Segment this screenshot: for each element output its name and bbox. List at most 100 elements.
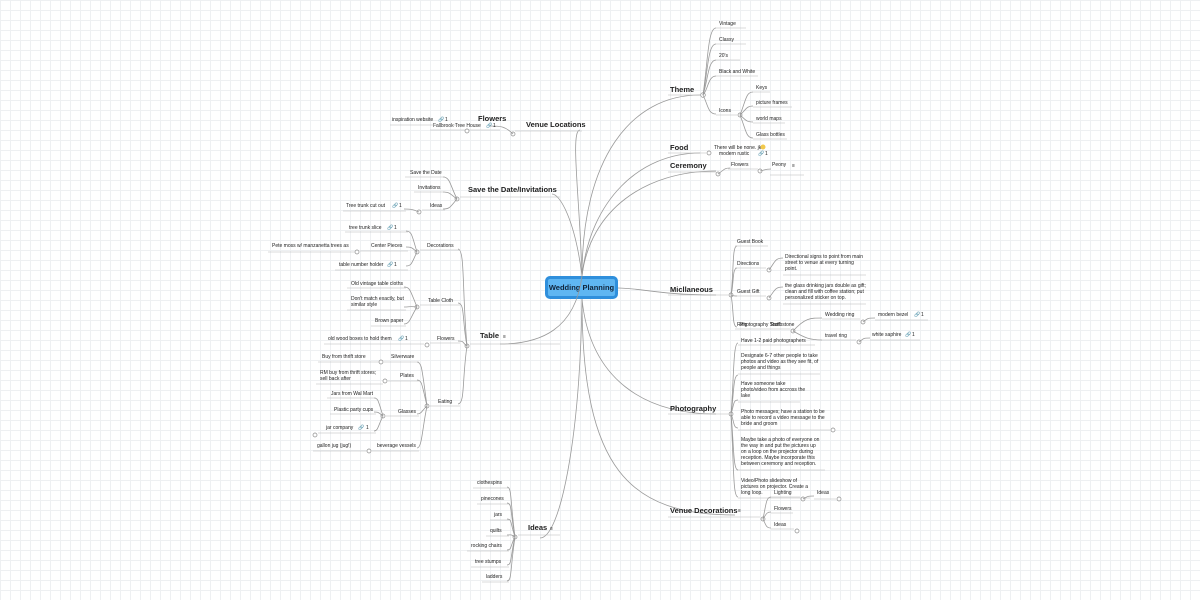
ideas-item[interactable]: jars [493,512,503,518]
photo-note-line[interactable]: on a loop on the projector during [741,449,813,455]
venue-decorations-label[interactable]: Venue Decorations [670,506,738,515]
photo-note-line[interactable]: the way in and put the pictures up [741,443,816,449]
misc-ring[interactable]: Ring [737,322,748,328]
plates[interactable]: Plates [400,373,414,379]
std-item[interactable]: Invitations [418,185,441,191]
photo-note-line[interactable]: Designate 6-7 other people to take [741,353,818,359]
table-flowers[interactable]: Flowers [437,336,455,342]
center-pieces[interactable]: Center Pieces [371,243,403,249]
photo-note-line[interactable]: bride and groom [741,421,777,427]
photo-note-line[interactable]: Have someone take [741,381,786,387]
modern-bezel[interactable]: modern bezel [878,312,908,318]
link-icon: 🔗 [392,202,399,209]
ideas-item[interactable]: tree stumps [475,559,502,565]
photography-label[interactable]: Photography [670,404,717,413]
theme-item[interactable]: 20's [719,53,729,59]
photo-note-line[interactable]: Video/Photo slideshow of [741,478,798,484]
ceremony-flowers[interactable]: Flowers [731,162,749,168]
branch-table: Table ≡ Decorations tree trunk slice 🔗 1… [268,224,560,454]
venue-flowers-label[interactable]: Flowers [478,114,506,123]
icons-item[interactable]: Glass bottles [756,132,785,138]
photo-note-line[interactable]: people and things [741,365,781,371]
wedding-ring[interactable]: Wedding ring [825,312,855,318]
food-item[interactable]: modern rustic [719,151,750,157]
gift-note-line: personalized sticker on top. [785,295,846,301]
table-eating[interactable]: Eating [438,399,452,405]
glasses[interactable]: Glasses [398,409,417,415]
icons-item[interactable]: world maps [756,116,782,122]
theme-item[interactable]: Vintage [719,21,736,27]
save-the-date-label[interactable]: Save the Date/Invitations [468,185,557,194]
white-saphire[interactable]: white saphire [872,332,902,338]
jar-company[interactable]: jar company [325,425,354,431]
photography-stuff[interactable]: Photography Stuff [740,322,781,328]
silverware[interactable]: Silverware [391,354,415,360]
std-item[interactable]: Ideas [430,203,443,209]
photo-note-line[interactable]: lake [741,393,750,399]
theme-item[interactable]: Classy [719,37,735,43]
link-icon: 🔗 [914,311,921,318]
ceremony-peony[interactable]: Peony [772,162,787,168]
plastic-cups[interactable]: Plastic party cups [334,407,374,413]
table-decorations[interactable]: Decorations [427,243,454,249]
photo-note-line[interactable]: long loop. [741,490,763,496]
theme-item[interactable]: Black and White [719,69,755,75]
misc-tombstone[interactable]: Tombstone [770,322,795,328]
table-cloth[interactable]: Table Cloth [428,298,453,304]
ideas-item[interactable]: pinecones [481,496,504,502]
misc-directions[interactable]: Directions [737,261,760,267]
venue-dec-item[interactable]: Lighting [774,490,792,496]
jars-walmart[interactable]: Jars from Wal Mart [331,391,374,397]
pete-moss[interactable]: Pete moss w/ manzanetta trees as [272,243,349,249]
table-label[interactable]: Table [480,331,499,340]
tree-trunk-slice[interactable]: tree trunk slice [349,225,382,231]
venue-dec-sub[interactable]: Ideas [817,490,830,496]
ideas-label[interactable]: Ideas [528,523,547,532]
misc-label[interactable]: Micllaneous [670,285,713,294]
ideas-item[interactable]: ladders [486,574,503,580]
icons-item[interactable]: Keys [756,85,768,91]
venue-locations-label[interactable]: Venue Locations [526,120,586,129]
table-cloth-item[interactable]: Brown paper [375,318,404,324]
photo-note-line[interactable]: between ceremony and reception. [741,461,816,467]
fallbrook-tree-house[interactable]: Fallbrook Tree House [433,123,481,129]
table-cloth-item[interactable]: similar style [351,302,377,308]
branch-miscellaneous: Micllaneous Guest Book Directions Direct… [668,239,928,345]
photo-note-line[interactable]: Maybe take a photo of everyone on [741,437,820,443]
inspiration-website[interactable]: inspiration website [392,117,433,123]
food-item[interactable]: There will be none. jk [714,145,762,151]
theme-icons-label[interactable]: Icons [719,108,731,114]
tree-trunk-cut-out[interactable]: Tree trunk cut out [346,203,386,209]
photo-note-line[interactable]: Have 1-2 paid photographers [741,338,806,344]
buy-thrift[interactable]: Buy from thrift store [322,354,366,360]
theme-label[interactable]: Theme [670,85,694,94]
gallon-jug[interactable]: gallon jug (jug!) [317,443,352,449]
photo-note-line[interactable]: able to record a video message to the [741,415,825,421]
link-icon: 🔗 [438,116,445,123]
table-cloth-item[interactable]: Don't match exactly, but [351,296,404,302]
travel-ring[interactable]: travel ring [825,333,847,339]
photo-note-line[interactable]: photos and video as they see fit, of [741,359,819,365]
ideas-item[interactable]: clothespins [477,480,503,486]
beverage-vessels[interactable]: beverage vessels [377,443,416,449]
rm-buy-line[interactable]: sell back after [320,376,351,382]
venue-dec-item[interactable]: Flowers [774,506,792,512]
old-wood-boxes[interactable]: old wood boxes to hold them [328,336,392,342]
table-cloth-item[interactable]: Old vintage table cloths [351,281,403,287]
photo-note-line[interactable]: photo/video from accross the [741,387,805,393]
photo-note-line[interactable]: pictures on projector. Create a [741,484,808,490]
ideas-item[interactable]: rocking chairs [471,543,502,549]
photo-note-line[interactable]: reception. Maybe incorporate this [741,455,815,461]
rm-buy-line[interactable]: RM buy from thrift stores; [320,370,376,376]
food-label[interactable]: Food [670,143,689,152]
std-item[interactable]: Save the Date [410,170,442,176]
table-number-holder[interactable]: table number holder [339,262,384,268]
branch-venue-decorations: Venue Decorations ≡ Lighting Ideas Flowe… [668,490,842,534]
icons-item[interactable]: picture frames [756,100,788,106]
ceremony-label[interactable]: Ceremony [670,161,708,170]
misc-guest-gift[interactable]: Guest Gift [737,289,760,295]
ideas-item[interactable]: quilts [490,528,502,534]
misc-guest-book[interactable]: Guest Book [737,239,764,245]
venue-dec-item[interactable]: Ideas [774,522,787,528]
photo-note-line[interactable]: Photo messages; have a station to be [741,409,825,415]
